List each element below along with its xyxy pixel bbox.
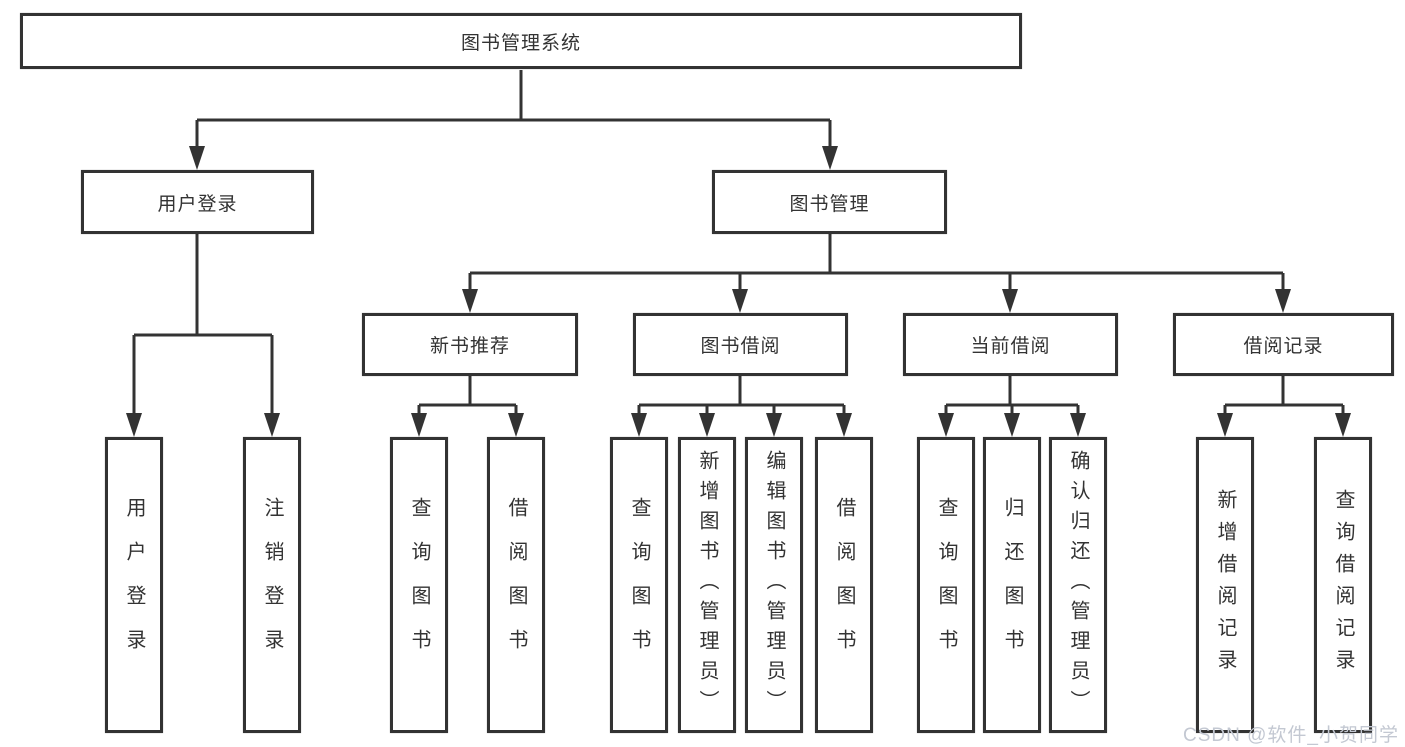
- leaf-nb-query-books: 查询图书: [390, 437, 448, 733]
- node-new-book-recommend: 新书推荐: [362, 313, 578, 376]
- node-borrowing-records: 借阅记录: [1173, 313, 1394, 376]
- leaf-cb-return-books: 归还图书: [983, 437, 1041, 733]
- leaf-user-login: 用户登录: [105, 437, 163, 733]
- leaf-nb-borrow-books: 借阅图书: [487, 437, 545, 733]
- leaf-br-query-record: 查询借阅记录: [1314, 437, 1372, 733]
- node-label: 查询借阅记录: [1332, 489, 1354, 681]
- node-label: 图书借阅: [700, 336, 781, 357]
- node-user-login: 用户登录: [81, 170, 314, 234]
- node-label: 新增图书（管理员）: [696, 450, 718, 720]
- node-label: 当前借阅: [970, 336, 1051, 357]
- node-label: 查询图书: [935, 497, 957, 673]
- node-label: 新增借阅记录: [1214, 489, 1236, 681]
- arrowheads: [126, 146, 1351, 437]
- node-label: 图书管理系统: [460, 32, 581, 54]
- node-label: 用户登录: [157, 193, 238, 215]
- node-label: 归还图书: [1001, 497, 1023, 673]
- leaf-cb-confirm-return-admin: 确认归还（管理员）: [1049, 437, 1107, 733]
- csdn-watermark: CSDN @软件_小贺同学: [1183, 725, 1399, 746]
- leaf-bb-add-books-admin: 新增图书（管理员）: [678, 437, 736, 733]
- node-current-borrowing: 当前借阅: [903, 313, 1118, 376]
- node-book-management: 图书管理: [712, 170, 947, 234]
- node-label: 编辑图书（管理员）: [763, 450, 785, 720]
- node-label: 用户登录: [123, 497, 145, 673]
- node-label: 注销登录: [261, 497, 283, 673]
- node-label: 查询图书: [628, 497, 650, 673]
- node-library-management-system: 图书管理系统: [20, 13, 1022, 69]
- node-book-borrowing: 图书借阅: [633, 313, 848, 376]
- leaf-bb-query-books: 查询图书: [610, 437, 668, 733]
- node-label: 确认归还（管理员）: [1067, 450, 1089, 720]
- leaf-cb-query-books: 查询图书: [917, 437, 975, 733]
- node-label: 借阅记录: [1243, 336, 1324, 357]
- node-label: 借阅图书: [505, 497, 527, 673]
- leaf-bb-edit-books-admin: 编辑图书（管理员）: [745, 437, 803, 733]
- leaf-bb-borrow-books: 借阅图书: [815, 437, 873, 733]
- node-label: 新书推荐: [429, 336, 510, 357]
- leaf-br-add-record: 新增借阅记录: [1196, 437, 1254, 733]
- node-label: 借阅图书: [833, 497, 855, 673]
- node-label: 查询图书: [408, 497, 430, 673]
- leaf-logout-login: 注销登录: [243, 437, 301, 733]
- node-label: 图书管理: [789, 193, 870, 215]
